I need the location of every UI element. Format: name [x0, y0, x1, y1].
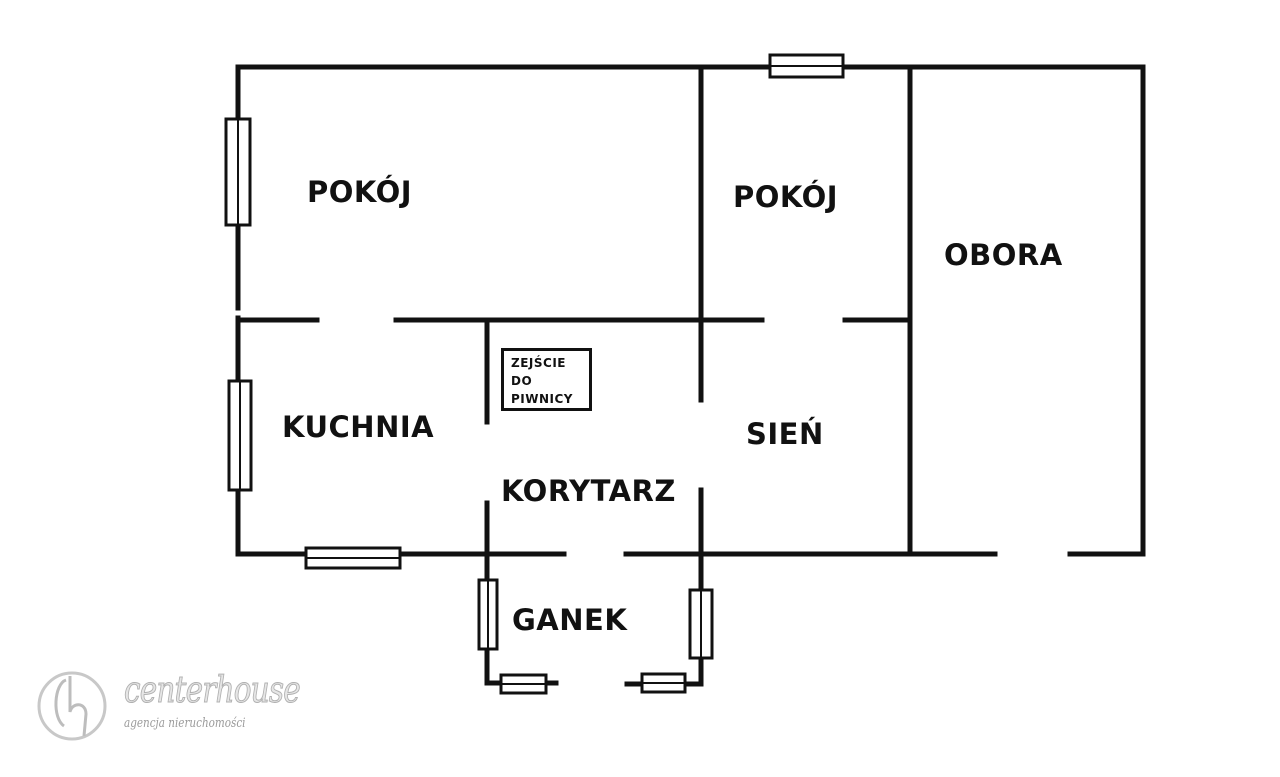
room-label-kuchnia: KUCHNIA [282, 410, 435, 444]
centerhouse-logo-icon [37, 671, 107, 741]
room-label-obora: OBORA [944, 238, 1063, 272]
room-label-pokoj-left: POKÓJ [307, 175, 413, 209]
watermark-subtitle: agencja nieruchomości [124, 716, 246, 731]
room-label-korytarz: KORYTARZ [501, 474, 676, 508]
basement-stairs-box [501, 348, 592, 411]
basement-stairs-note: ZEJŚCIE DO PIWNICY [511, 354, 573, 408]
room-label-pokoj-right: POKÓJ [733, 180, 839, 214]
room-label-ganek: GANEK [512, 603, 628, 637]
watermark-name: centerhouse [124, 670, 302, 712]
watermark-logo: centerhouse agencja nieruchomości [36, 668, 326, 748]
stairs-note-line1: ZEJŚCIE [511, 356, 566, 370]
stairs-note-line2: DO [511, 374, 533, 388]
room-label-sien: SIEŃ [746, 417, 824, 451]
stairs-note-line3: PIWNICY [511, 392, 573, 406]
